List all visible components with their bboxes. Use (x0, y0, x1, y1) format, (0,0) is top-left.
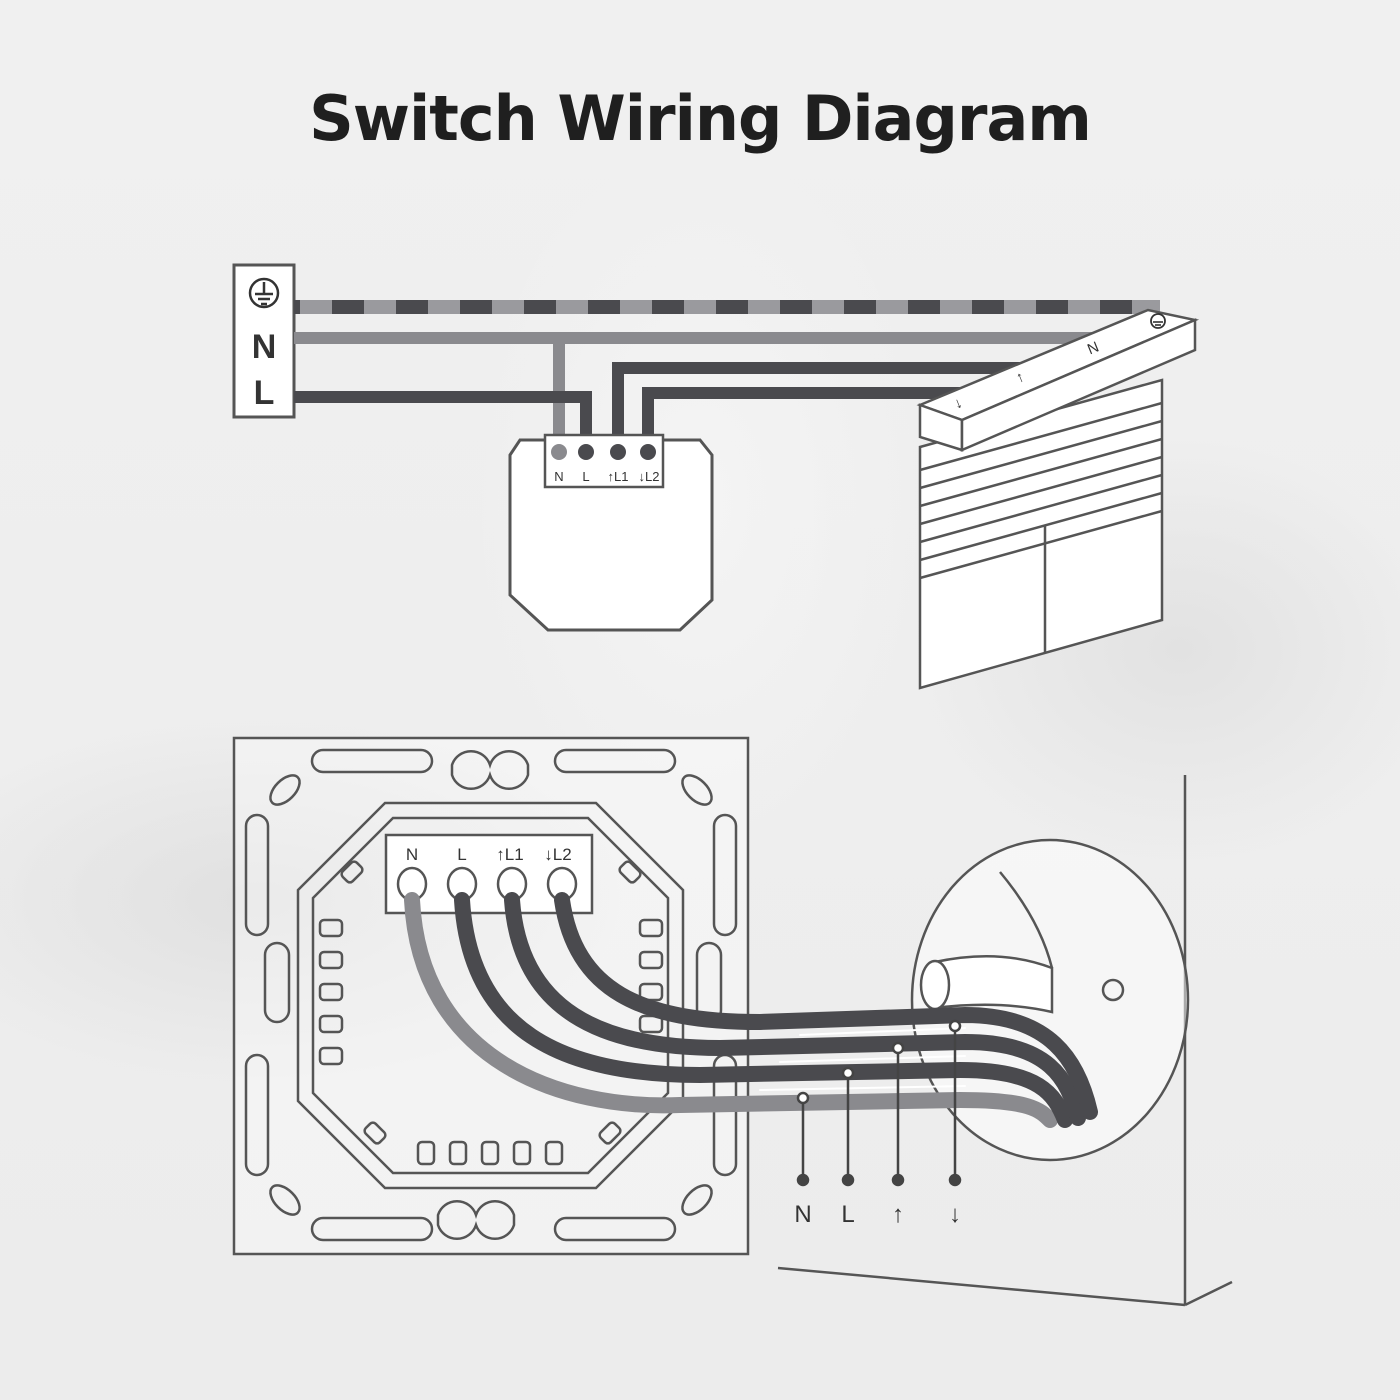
module-label-l1: ↑L1 (608, 469, 629, 484)
output-label-up: ↑ (892, 1201, 904, 1228)
supply-terminal-block: N L (232, 263, 296, 419)
module-label-l: L (582, 469, 589, 484)
shutter-motor-tube: N ↑ ↓ (916, 308, 1200, 452)
output-leads (796, 1019, 962, 1187)
plate-label-l2: ↓L2 (544, 845, 571, 864)
wall-junction-box (910, 838, 1190, 1162)
module-label-l2: ↓L2 (639, 469, 660, 484)
wall-corner (777, 775, 1233, 1307)
output-label-down: ↓ (949, 1201, 961, 1228)
earth-ground-icon (1150, 313, 1166, 329)
module-label-n: N (554, 469, 563, 484)
relay-module: N L ↑L1 ↓L2 (508, 433, 714, 632)
plate-label-l1: ↑L1 (496, 845, 523, 864)
plate-label-l: L (457, 845, 466, 864)
supply-label-n: N (252, 328, 277, 366)
output-label-n: N (794, 1201, 811, 1228)
supply-label-l: L (254, 374, 275, 412)
earth-ground-icon (248, 277, 280, 309)
roller-shutter (918, 378, 1164, 690)
supply-wires (294, 300, 1160, 440)
page-title: Switch Wiring Diagram (309, 82, 1092, 155)
plate-label-n: N (406, 845, 418, 864)
switch-cables (404, 892, 1098, 1128)
output-label-l: L (841, 1201, 854, 1228)
